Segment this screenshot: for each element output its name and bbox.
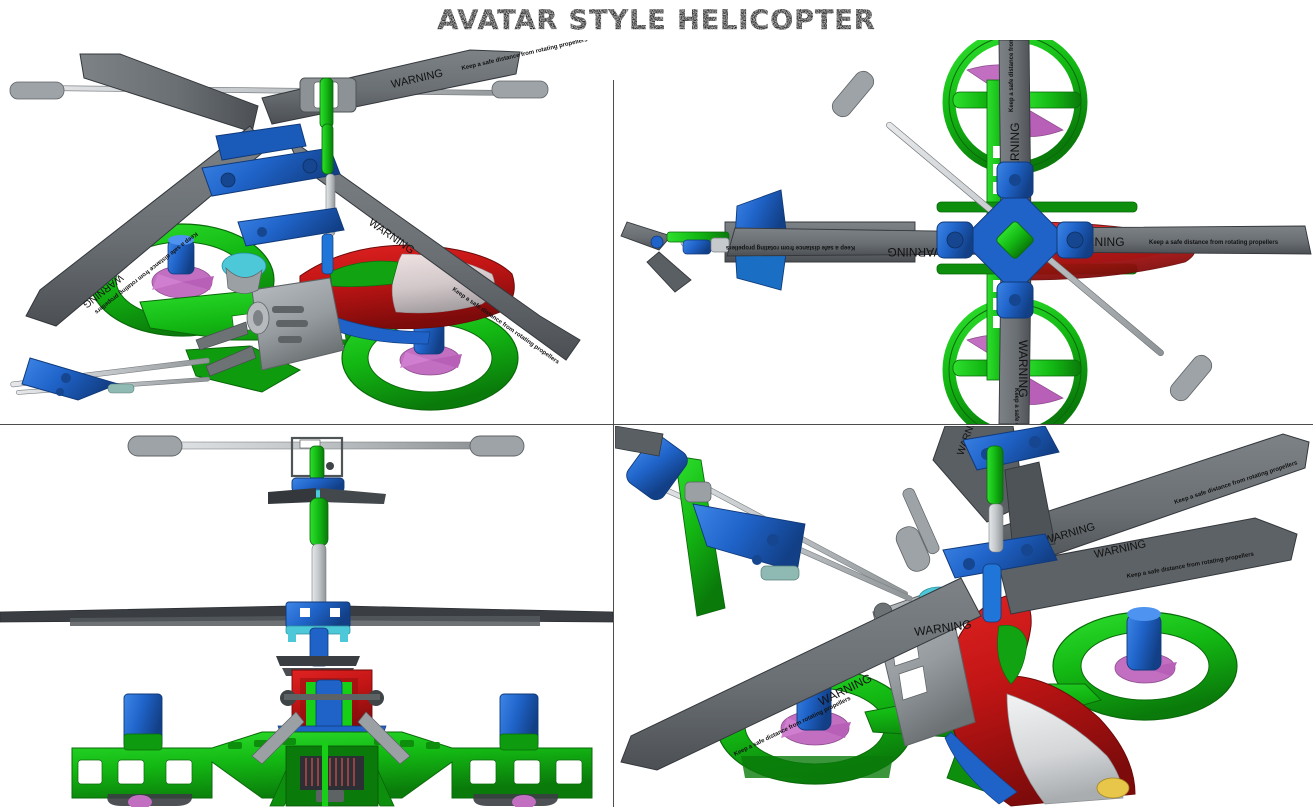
viewport-divider-vertical: [613, 80, 615, 807]
page-title: AVATAR STYLE HELICOPTER: [437, 4, 876, 36]
bl-landing-gear: [251, 711, 411, 807]
title-bar: AVATAR STYLE HELICOPTER: [0, 0, 1313, 40]
tl-model: WARNING Keep a safe distance from rotati…: [9, 40, 589, 411]
view-top-left: WARNING Keep a safe distance from rotati…: [0, 40, 613, 424]
blade-warning-label: WARNING: [887, 245, 945, 259]
viewport-divider-horizontal: [0, 424, 1313, 426]
blade-warning-detail: Keep a safe distance from rotating prope…: [725, 244, 855, 250]
br-model: Keep a safe distance from rotating prope…: [615, 426, 1310, 807]
blade-warning-detail: Keep a safe distance from rotating prope…: [1013, 388, 1019, 424]
bl-rotor-disc: [0, 601, 613, 676]
blade-warning-detail: Keep a safe distance from rotating prope…: [1149, 240, 1279, 246]
blade-warning-detail: Keep a safe distance from rotating prope…: [1009, 40, 1015, 112]
tr-rotor: WARNING Keep a safe distance from rotati…: [725, 40, 1312, 424]
bl-model: [0, 435, 613, 807]
tr-model: WARNING Keep a safe distance from rotati…: [620, 40, 1312, 424]
tl-chassis: [195, 252, 345, 377]
view-bottom-right: Keep a safe distance from rotating prope…: [615, 426, 1313, 807]
bl-rotor-head-upper: [268, 436, 386, 609]
br-tail: [615, 426, 913, 617]
tl-tail: [10, 357, 211, 401]
tr-rotor-hub: [936, 161, 1094, 319]
br-rotor: Keep a safe distance from rotating prope…: [620, 426, 1310, 771]
br-duct-front: [1052, 607, 1238, 721]
view-bottom-left: [0, 426, 613, 807]
view-top-right: WARNING Keep a safe distance from rotati…: [615, 40, 1313, 424]
br-rotor-head: [895, 426, 1060, 623]
tl-rotor-head: [201, 77, 357, 275]
blade-warning-label: WARNING: [1016, 340, 1030, 398]
